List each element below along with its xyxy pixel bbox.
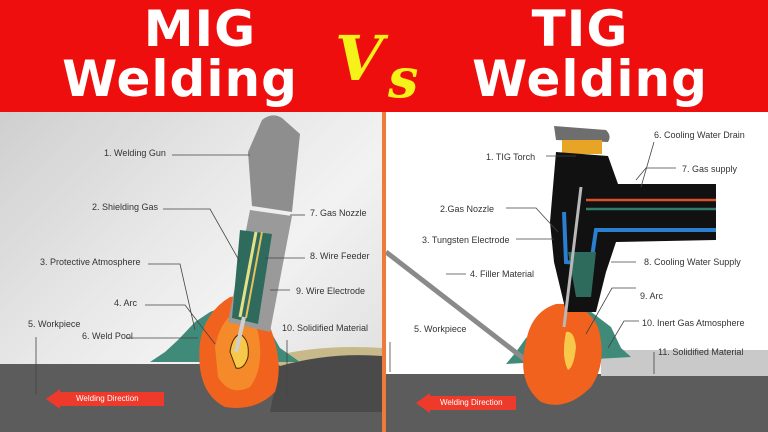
mig-title-line2: Welding [62,50,298,108]
vs-letter-v: V [335,22,384,95]
tig-welding-direction-arrow: Welding Direction [416,393,516,413]
tig-label-arc: 9. Arc [640,291,664,301]
mig-welding-direction-label: Welding Direction [76,394,139,403]
tig-label-filler-material: 4. Filler Material [470,269,535,279]
tig-label-inert-gas-atmosphere: 10. Inert Gas Atmosphere [642,318,745,328]
title-banner: MIG Welding V s TIG Welding [0,0,768,112]
tig-label-cooling-water-supply: 8. Cooling Water Supply [644,257,741,267]
mig-label-shielding-gas: 2. Shielding Gas [92,202,159,212]
tig-illustration [386,126,768,432]
tig-label-gas-supply: 7. Gas supply [682,164,738,174]
mig-diagram: 1. Welding Gun 2. Shielding Gas 3. Prote… [0,112,382,432]
tig-label-solidified-material: 11. Solidified Material [658,347,744,357]
tig-title-line1: TIG [531,0,629,58]
mig-title-line1: MIG [143,0,257,58]
mig-label-wire-electrode: 9. Wire Electrode [296,286,366,296]
mig-label-welding-gun: 1. Welding Gun [104,148,166,158]
vs-letter-s: s [388,46,419,110]
mig-label-weld-pool: 6. Weld Pool [82,331,133,341]
tig-title-line2: Welding [472,50,708,108]
mig-label-arc: 4. Arc [114,298,138,308]
tig-label-cooling-water-drain: 6. Cooling Water Drain [654,130,745,140]
tig-label-tungsten-electrode: 3. Tungsten Electrode [422,235,510,245]
tig-label-gas-nozzle: 2.Gas Nozzle [440,204,495,214]
mig-illustration [0,115,382,432]
tig-welding-direction-label: Welding Direction [440,398,503,407]
mig-label-workpiece: 5. Workpiece [28,319,81,329]
tig-label-tig-torch: 1. TIG Torch [486,152,536,162]
mig-welding-direction-arrow: Welding Direction [46,389,164,409]
mig-label-wire-feeder: 8. Wire Feeder [310,251,370,261]
mig-label-solidified-material: 10. Solidified Material [282,323,369,333]
mig-label-protective-atmosphere: 3. Protective Atmosphere [40,257,141,267]
panel-divider [382,112,386,432]
tig-label-workpiece: 5. Workpiece [414,324,467,334]
mig-label-gas-nozzle: 7. Gas Nozzle [310,208,367,218]
tig-diagram: 1. TIG Torch 2.Gas Nozzle 3. Tungsten El… [386,112,768,432]
